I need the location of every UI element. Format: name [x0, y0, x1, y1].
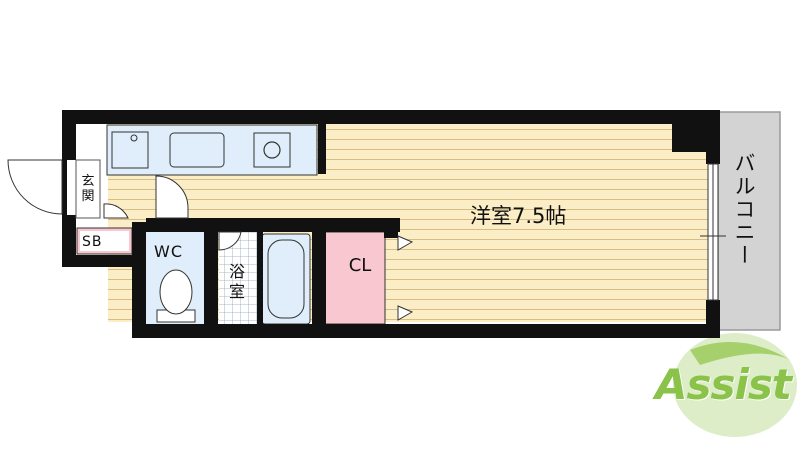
room-label-western: 洋室7.5帖: [470, 204, 567, 228]
sink-icon: [111, 131, 149, 169]
balcony-area: [718, 112, 780, 330]
walls: [62, 110, 720, 338]
room-label-toilet: WC: [154, 242, 183, 261]
door-swing-icon: [7, 159, 63, 215]
room-label-bathroom: 浴室: [228, 262, 245, 301]
room-label-shoe-box: SB: [82, 234, 103, 250]
stove-icon: [253, 132, 291, 168]
door-swing-icon: [155, 175, 189, 219]
closet-doors: [397, 235, 414, 321]
entrance-floor: [75, 159, 101, 219]
kitchen-sink-basin: [169, 132, 225, 168]
balcony-window: [700, 163, 726, 301]
closet-area: [324, 231, 386, 325]
brand-logo-text: Assist: [655, 360, 792, 409]
bathtub-icon: [261, 233, 311, 325]
door-swing-icon: [103, 203, 129, 219]
room-label-entrance: 玄関: [81, 174, 95, 204]
logo-emblem-icon: [673, 333, 797, 437]
toilet-icon: [156, 269, 196, 323]
door-swing-icon: [218, 231, 242, 251]
room-label-closet: CL: [348, 255, 372, 276]
room-label-balcony: バルコニー: [732, 152, 756, 267]
